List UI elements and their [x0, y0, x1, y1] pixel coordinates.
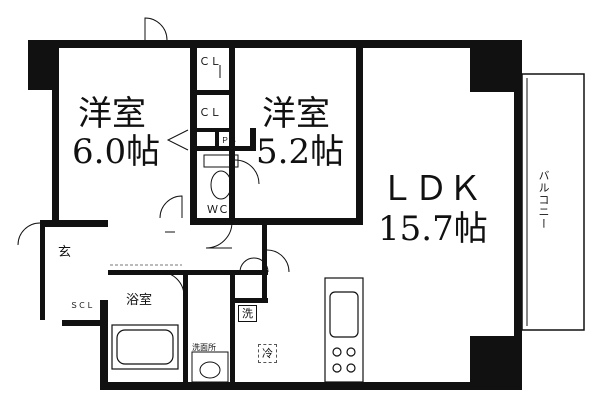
closet-marks — [166, 65, 221, 151]
washbasin-fixture — [191, 351, 229, 383]
toilet-fixture — [203, 154, 239, 200]
washer-space: 洗 — [238, 305, 257, 322]
closet-1-label: ＣＬ — [199, 55, 221, 68]
bathtub-fixture — [111, 324, 179, 370]
pipe-space-label: ＰＳ — [221, 136, 237, 145]
door-swings — [17, 17, 290, 297]
exterior-walls — [28, 40, 522, 390]
western-room-1-size: 6.0帖 — [72, 132, 161, 172]
western-room-1-name: 洋室 — [78, 94, 146, 134]
balcony-outline — [521, 73, 585, 331]
ldk-name: ＬＤＫ — [380, 169, 482, 209]
bathroom-label: 浴室 — [126, 293, 153, 308]
kitchen-counter — [324, 277, 364, 383]
ldk-size: 15.7帖 — [378, 209, 488, 249]
western-room-2-name: 洋室 — [262, 94, 330, 134]
shoe-closet-label: ＳＣＬ — [70, 301, 94, 310]
interior-walls — [40, 40, 363, 390]
toilet-label: ＷＣ — [207, 203, 229, 216]
balcony-label: バルコニー — [537, 170, 550, 230]
closet-2-label: ＣＬ — [199, 106, 221, 119]
entrance-label: 玄 — [58, 245, 72, 260]
western-room-2-size: 5.2帖 — [256, 132, 345, 172]
refrigerator-space: 冷 — [258, 344, 277, 363]
washroom-label: 洗面所 — [192, 343, 216, 352]
